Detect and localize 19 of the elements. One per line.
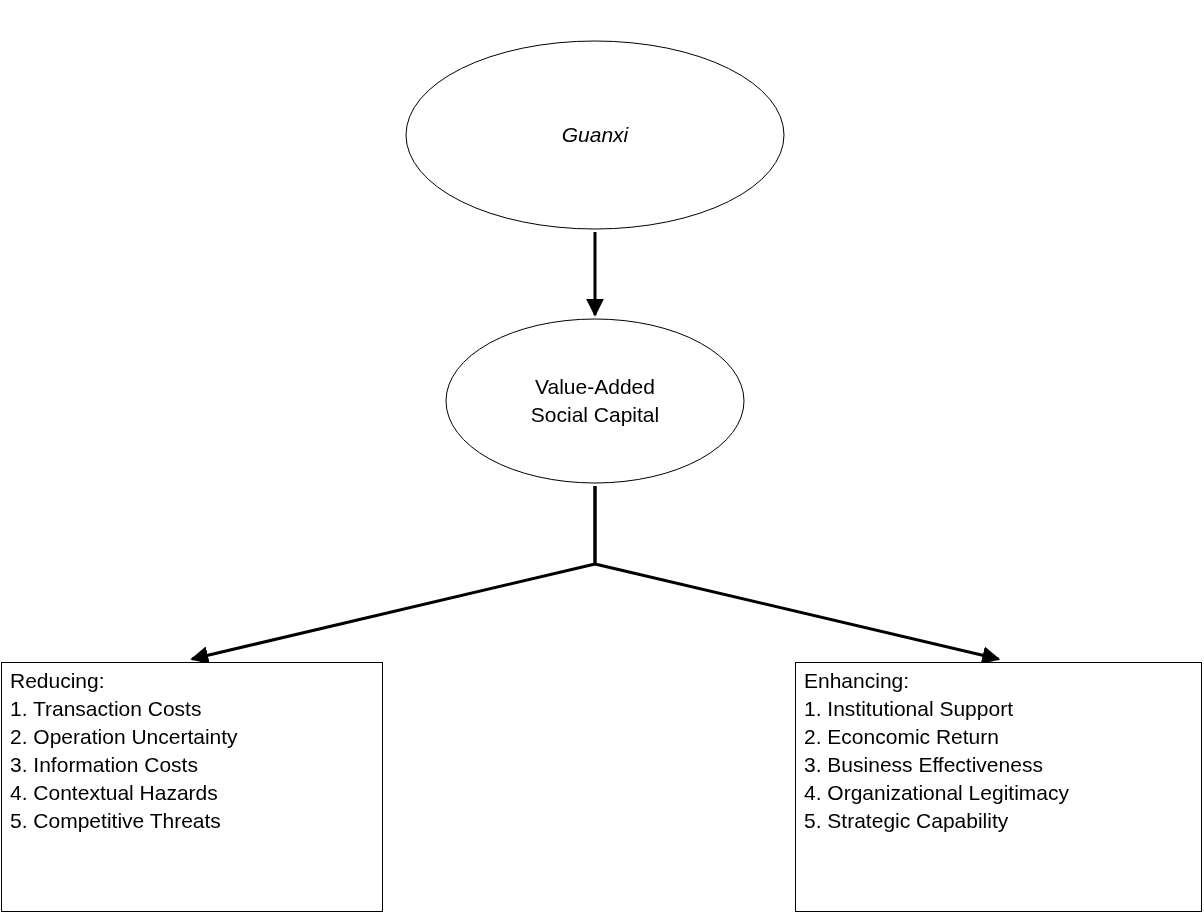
list-item: 5. Competitive Threats xyxy=(10,808,222,834)
list-item: 3. Information Costs xyxy=(10,752,199,778)
concept-label: Value-Added Social Capital xyxy=(529,374,661,428)
list-item: 5. Strategic Capability xyxy=(804,808,1010,834)
concept-label: Guanxi xyxy=(560,122,630,148)
list-item: 4. Organizational Legitimacy xyxy=(804,780,1070,806)
list-heading: Enhancing: xyxy=(804,668,911,694)
concept-ellipse xyxy=(405,40,785,230)
list-item: 2. Operation Uncertainty xyxy=(10,724,239,750)
list-item: 2. Econcomic Return xyxy=(804,724,1000,750)
list-item: 3. Business Effectiveness xyxy=(804,752,1044,778)
list-heading: Reducing: xyxy=(10,668,106,694)
arrow xyxy=(586,232,604,317)
concept-ellipse xyxy=(445,318,745,484)
list-item: 1. Transaction Costs xyxy=(10,696,203,722)
list-box xyxy=(795,662,1202,912)
list-item: 4. Contextual Hazards xyxy=(10,780,219,806)
list-box xyxy=(1,662,383,912)
list-item: 1. Institutional Support xyxy=(804,696,1014,722)
